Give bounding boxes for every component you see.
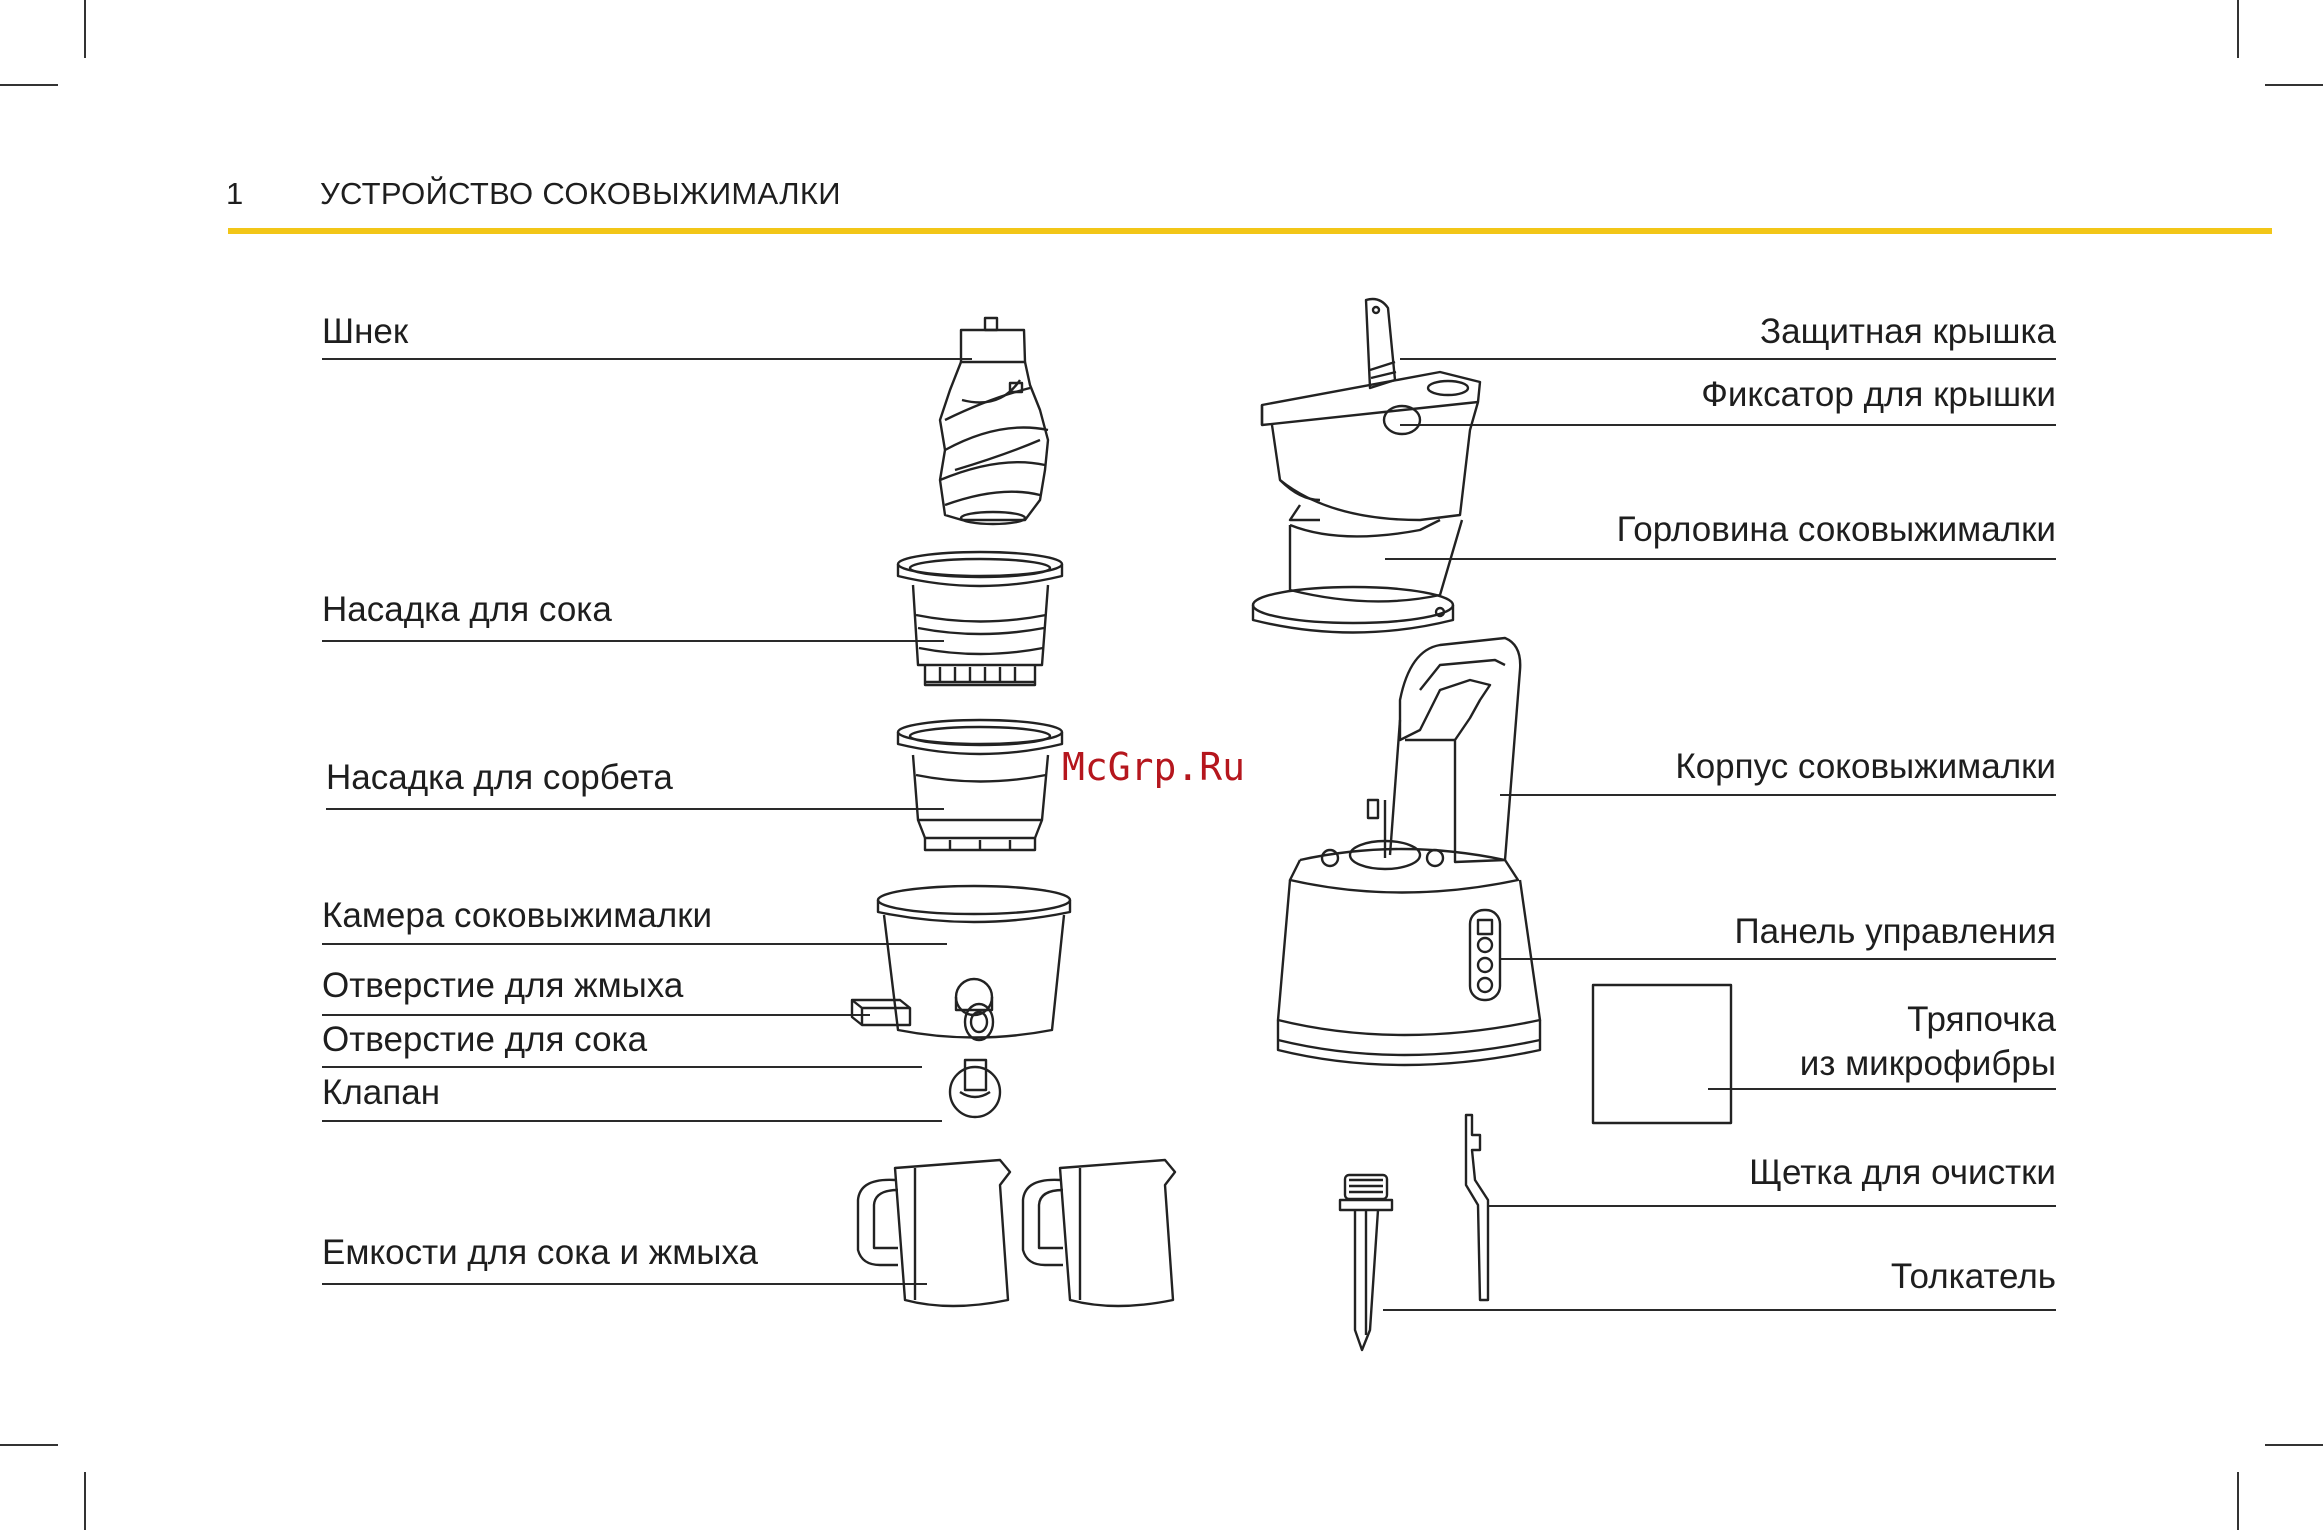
- crop-mark: [84, 0, 86, 58]
- label-auger: Шнек: [322, 312, 409, 351]
- leader-pulp-outlet: [322, 1014, 870, 1016]
- pulp-outlet-icon: [850, 998, 912, 1027]
- label-cleaning-brush: Щетка для очистки: [1749, 1153, 2056, 1192]
- juice-strainer-icon: [896, 550, 1064, 687]
- crop-mark: [2237, 1472, 2239, 1530]
- label-feed-chute: Горловина соковыжималки: [1616, 510, 2056, 549]
- label-pulp-outlet: Отверстие для жмыха: [322, 966, 684, 1005]
- header-rule: [228, 228, 2272, 234]
- sorbet-strainer-icon: [896, 718, 1064, 852]
- section-number: 1: [226, 176, 244, 211]
- juice-outlet-icon: [963, 1002, 995, 1042]
- leader-auger: [322, 358, 972, 360]
- leader-feed-chute: [1385, 558, 2056, 560]
- lid-lock-icon: [1382, 404, 1422, 436]
- leader-jugs: [322, 1283, 927, 1285]
- crop-mark: [2237, 0, 2239, 58]
- leader-pusher: [1383, 1309, 2056, 1311]
- crop-mark: [2265, 1444, 2323, 1446]
- label-juice-outlet: Отверстие для сока: [322, 1020, 648, 1059]
- label-sorbet-strainer: Насадка для сорбета: [326, 758, 673, 797]
- leader-juicing-chamber: [322, 943, 947, 945]
- leader-cleaning-brush: [1488, 1205, 2056, 1207]
- auger-icon: [938, 316, 1050, 526]
- leader-safety-lid: [1400, 358, 2056, 360]
- leader-lid-lock: [1400, 424, 2056, 426]
- pusher-icon: [1338, 1173, 1394, 1352]
- label-safety-lid: Защитная крышка: [1759, 312, 2056, 351]
- motor-base-icon: [1276, 636, 1542, 1067]
- control-panel-icon: [1468, 908, 1502, 1002]
- label-pusher: Толкатель: [1890, 1257, 2056, 1296]
- label-jugs: Емкости для сока и жмыха: [322, 1233, 759, 1272]
- label-cloth-line2: из микрофибры: [1799, 1044, 2056, 1083]
- valve-icon: [948, 1058, 1002, 1119]
- juicing-chamber-icon: [876, 884, 1072, 1039]
- label-lid-lock: Фиксатор для крышки: [1701, 375, 2056, 414]
- label-juice-strainer: Насадка для сока: [322, 590, 612, 629]
- label-valve: Клапан: [322, 1073, 441, 1112]
- leader-cloth: [1708, 1088, 2056, 1090]
- leader-juice-outlet: [322, 1066, 922, 1068]
- crop-mark: [2265, 84, 2323, 86]
- label-juicing-chamber: Камера соковыжималки: [322, 896, 713, 935]
- label-control-panel: Панель управления: [1734, 912, 2056, 951]
- feed-chute-icon: [1251, 370, 1482, 634]
- watermark: McGrp.Ru: [1062, 745, 1246, 789]
- leader-juice-strainer: [322, 640, 944, 642]
- leader-control-panel: [1500, 958, 2056, 960]
- safety-lid-icon: [1364, 297, 1397, 390]
- leader-motor-base: [1500, 794, 2056, 796]
- jug-icon: [856, 1158, 1012, 1308]
- leader-sorbet-strainer: [326, 808, 944, 810]
- leader-valve: [322, 1120, 942, 1122]
- crop-mark: [0, 84, 58, 86]
- section-title: УСТРОЙСТВО СОКОВЫЖИМАЛКИ: [320, 176, 841, 211]
- microfiber-cloth-icon: [1591, 983, 1733, 1125]
- jug-icon: [1021, 1158, 1177, 1308]
- cleaning-brush-icon: [1464, 1113, 1490, 1302]
- label-cloth-line1: Тряпочка: [1907, 1000, 2056, 1039]
- crop-mark: [84, 1472, 86, 1530]
- crop-mark: [0, 1444, 58, 1446]
- label-motor-base: Корпус соковыжималки: [1675, 747, 2056, 786]
